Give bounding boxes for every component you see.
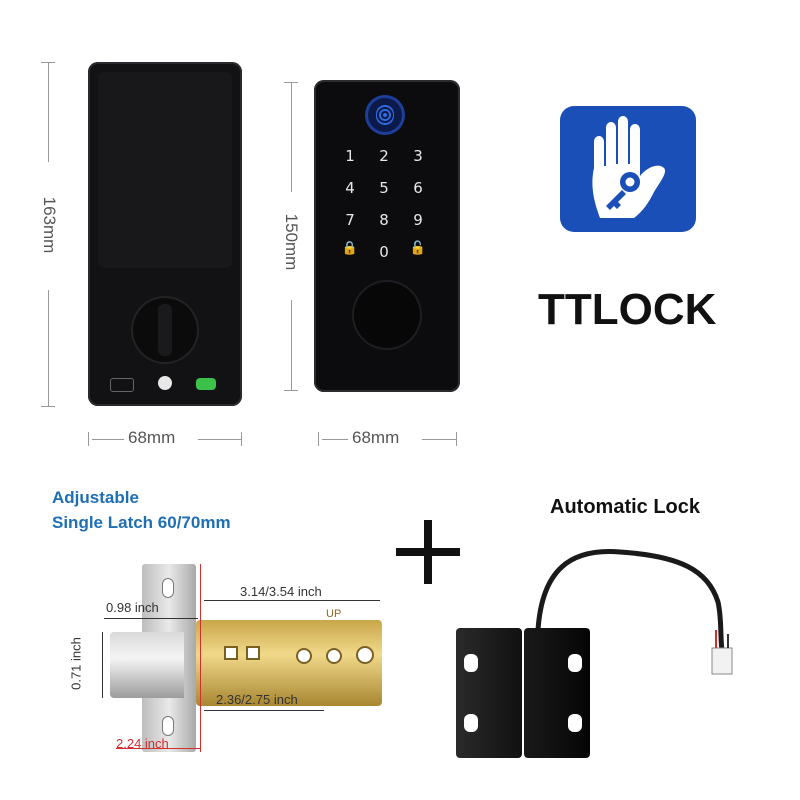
latch-body: [196, 620, 382, 706]
brand-name: TTLOCK: [538, 285, 717, 334]
sensor-switch-block: [524, 628, 590, 758]
key-0[interactable]: 0: [379, 243, 389, 261]
back-panel: [88, 62, 242, 406]
sensor-label: Automatic Lock: [550, 496, 701, 518]
key-6[interactable]: 6: [413, 179, 423, 197]
latch-dim-backset: 3.14/3.54 inch: [240, 584, 322, 599]
key-3[interactable]: 3: [413, 147, 423, 165]
latch-bolt: [110, 632, 184, 698]
keypad-panel: 1 2 3 4 5 6 7 8 9 🔒 0 🔓: [314, 80, 460, 392]
back-width-label: 68mm: [128, 428, 176, 447]
key-4[interactable]: 4: [345, 179, 355, 197]
ttlock-logo: [560, 106, 696, 232]
magnetic-sensor: [450, 530, 790, 770]
fingerprint-icon: [376, 105, 394, 125]
latch-heading-line2: Single Latch 60/70mm: [52, 513, 231, 532]
key-5[interactable]: 5: [379, 179, 389, 197]
latch-illustration: UP 3.14/3.54 inch 0.98 inch 0.71 inch 2.…: [68, 560, 400, 760]
unlock-key-icon[interactable]: 🔓: [409, 241, 427, 256]
thumb-turn[interactable]: [133, 298, 197, 362]
key-7[interactable]: 7: [345, 211, 355, 229]
sensor-magnet-block: [456, 628, 522, 758]
battery-indicator: [110, 378, 134, 392]
latch-dim-071: 0.71 inch: [68, 637, 84, 690]
fingerprint-sensor[interactable]: [368, 98, 402, 132]
front-height-label: 150mm: [282, 213, 301, 271]
latch-stamp: UP: [326, 608, 342, 620]
reset-button[interactable]: [158, 376, 172, 390]
keyway-cover: [354, 282, 420, 348]
back-panel-cover: [98, 72, 232, 268]
plus-sign: [396, 520, 460, 584]
latch-heading-line1: Adjustable: [52, 488, 139, 507]
key-9[interactable]: 9: [413, 211, 423, 229]
latch-dim-short: 2.36/2.75 inch: [216, 692, 298, 707]
status-led-green: [196, 378, 216, 390]
sensor-cable: [535, 549, 733, 675]
lock-key-icon[interactable]: 🔒: [341, 241, 359, 256]
key-1[interactable]: 1: [345, 147, 355, 165]
front-width-label: 68mm: [352, 428, 400, 447]
key-8[interactable]: 8: [379, 211, 389, 229]
hand-key-icon: [592, 116, 666, 218]
back-height-label: 163mm: [40, 196, 59, 254]
latch-dim-plate: 2.24 inch: [116, 736, 169, 751]
latch-dim-098: 0.98 inch: [106, 600, 159, 615]
key-2[interactable]: 2: [379, 147, 389, 165]
